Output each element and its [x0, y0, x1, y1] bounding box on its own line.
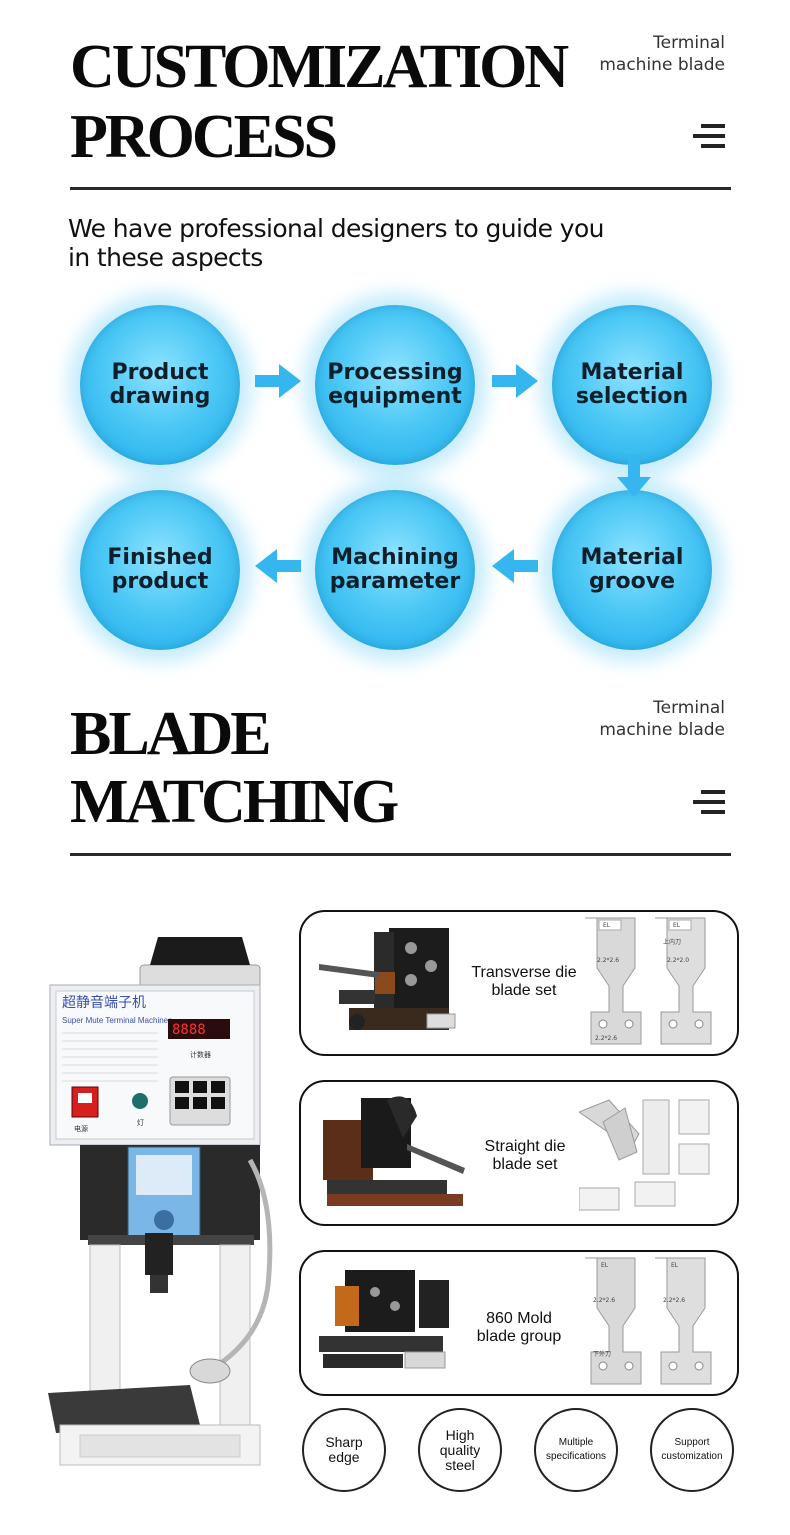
blade-image: EL 2.2*2.6: [655, 1257, 712, 1385]
blade-marking: 2.2*2.6: [597, 957, 619, 964]
section-title-customization: CUSTOMIZATION: [70, 33, 569, 101]
step-material-groove: Material groove: [552, 490, 712, 650]
blade-image: [579, 1099, 710, 1211]
blade-marking: EL: [601, 1262, 609, 1269]
blade-marking: 2.2*2.6: [595, 1035, 617, 1042]
intro-line2: in these aspects: [68, 243, 263, 272]
step-processing-equipment: Processing equipment: [315, 305, 475, 465]
badge-label: High quality steel: [439, 1426, 481, 1473]
blade-marking: 2.2*2.6: [663, 1297, 685, 1304]
arrow-left-icon: [255, 549, 301, 583]
crimping-die-image: [323, 1096, 465, 1206]
section-title-blade: BLADE: [70, 700, 272, 768]
blade-image: EL 2.2*2.6 2.2*2.6: [585, 917, 642, 1045]
step-material-selection: Material selection: [552, 305, 712, 465]
blade-image: EL 2.2*2.6 下外刀: [585, 1257, 642, 1385]
step-label: Product drawing: [109, 360, 211, 409]
blade-image: EL 上内刀 2.2*2.0: [655, 917, 712, 1045]
feature-badge-multiple-specifications: Multiple specifications: [534, 1408, 618, 1492]
divider: [70, 187, 731, 190]
blade-marking: 2.2*2.0: [667, 957, 689, 964]
step-label: Finished product: [107, 545, 213, 594]
arrow-left-icon: [492, 549, 538, 583]
blade-marking: EL: [671, 1262, 679, 1269]
badge-label: Support customization: [661, 1437, 723, 1462]
blade-marking: 下外刀: [593, 1350, 611, 1358]
step-label: Processing equipment: [327, 360, 463, 409]
arrow-down-icon: [617, 455, 651, 497]
step-product-drawing: Product drawing: [80, 305, 240, 465]
crimping-die-image: [319, 1270, 449, 1369]
blade-marking: 2.2*2.6: [593, 1297, 615, 1304]
step-machining-parameter: Machining parameter: [315, 490, 475, 650]
menu-icon[interactable]: [693, 790, 725, 820]
step-label: Material groove: [580, 545, 684, 594]
light-label: 灯: [137, 1118, 144, 1127]
side-label: Terminal machine blade: [560, 32, 725, 76]
crimping-die-image: [319, 928, 456, 1030]
blade-marking: EL: [603, 922, 611, 929]
blade-panel-860-mold: 860 Mold blade group EL 2.2*2.6 下外刀 EL 2…: [299, 1250, 739, 1396]
badge-label: Multiple specifications: [545, 1437, 607, 1462]
intro-line1: We have professional designers to guide …: [68, 214, 605, 243]
side-label-line2: machine blade: [599, 720, 725, 740]
blade-set-label: 860 Mold blade group: [476, 1310, 562, 1345]
divider: [70, 853, 731, 856]
svg-text:8888: 8888: [172, 1022, 206, 1038]
feature-badge-support-customization: Support customization: [650, 1408, 734, 1492]
step-label: Material selection: [575, 360, 689, 409]
arrow-right-icon: [255, 364, 301, 398]
power-label: 电源: [74, 1124, 88, 1133]
blade-panel-transverse: Transverse die blade set EL 2.2*2.6 2.2*…: [299, 910, 739, 1056]
side-label-line1: Terminal: [653, 33, 725, 53]
blade-set-label: Straight die blade set: [484, 1138, 566, 1173]
side-label-line2: machine blade: [599, 55, 725, 75]
badge-label: Sharp edge: [325, 1434, 363, 1465]
machine-chinese-label: 超静音端子机: [62, 994, 146, 1011]
menu-icon[interactable]: [693, 124, 725, 154]
step-finished-product: Finished product: [80, 490, 240, 650]
blade-set-label: Transverse die blade set: [471, 964, 577, 999]
terminal-machine-image: 超静音端子机 Super Mute Terminal Machines 8888…: [48, 937, 273, 1466]
intro-text: We have professional designers to guide …: [68, 214, 728, 272]
blade-marking: 上内刀: [663, 938, 681, 946]
machine-english-label: Super Mute Terminal Machines: [62, 1016, 172, 1025]
blade-panel-straight: Straight die blade set: [299, 1080, 739, 1226]
step-label: Machining parameter: [329, 545, 461, 594]
side-label: Terminal machine blade: [560, 697, 725, 741]
counter-label: 计数器: [190, 1050, 211, 1059]
blade-marking: EL: [673, 922, 681, 929]
feature-badge-sharp-edge: Sharp edge: [302, 1408, 386, 1492]
feature-badge-high-quality-steel: High quality steel: [418, 1408, 502, 1492]
side-label-line1: Terminal: [653, 698, 725, 718]
section-title-process: PROCESS: [70, 103, 338, 171]
arrow-right-icon: [492, 364, 538, 398]
section-title-matching: MATCHING: [70, 768, 399, 836]
